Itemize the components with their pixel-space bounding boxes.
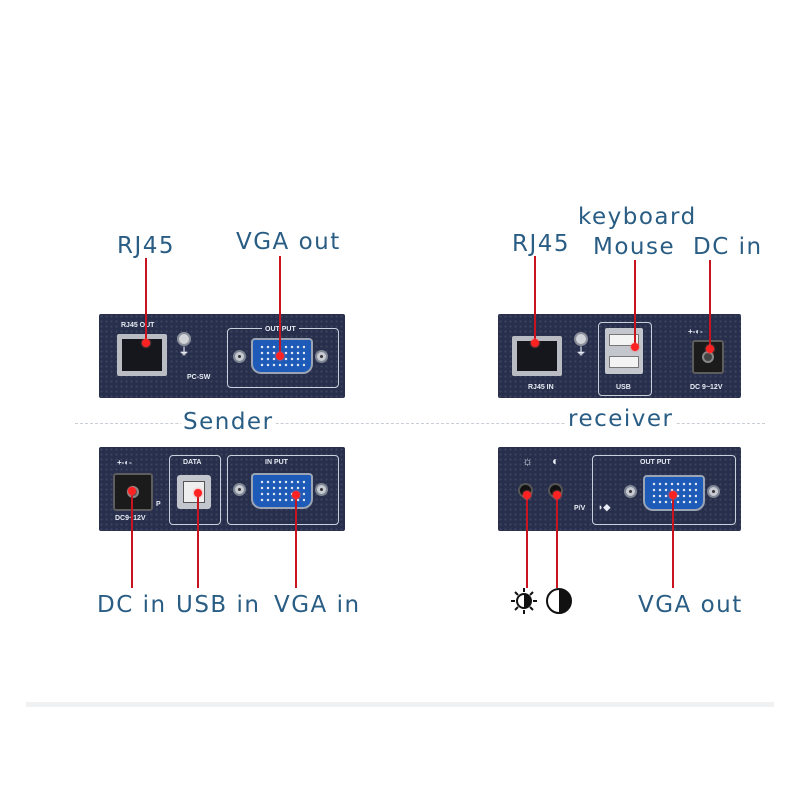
sender-rj45-label: RJ45 xyxy=(117,233,176,259)
receiver-dc-in-label: DC in xyxy=(693,234,763,260)
bottom-divider xyxy=(26,702,774,707)
pointer-dot xyxy=(292,491,300,499)
pointer-receiver-vga-out xyxy=(672,494,674,588)
vga-screw-left xyxy=(624,485,637,498)
brightness-icon xyxy=(511,588,537,614)
pointer-sender-rj45 xyxy=(145,258,147,342)
dc-9-12v-text: DC 9~12V xyxy=(690,384,723,391)
receiver-rj45-port xyxy=(512,336,562,376)
p-text: P xyxy=(156,501,161,508)
ground-screw xyxy=(177,332,191,346)
vga-screw-right xyxy=(315,350,328,363)
pointer-dot xyxy=(194,489,202,497)
pointer-dot xyxy=(706,345,714,353)
audio-icon: ◗◆ xyxy=(598,502,611,512)
pointer-brightness xyxy=(526,494,528,588)
sender-dc-in-label: DC in xyxy=(97,592,167,618)
receiver-keyboard-label: keyboard xyxy=(578,204,697,230)
dc9-12v-text: DC9~12V xyxy=(115,515,146,522)
ground-icon: ⏚ xyxy=(576,347,586,358)
contrast-icon: ◐ xyxy=(552,454,560,468)
brightness-icon: ☼ xyxy=(522,454,533,468)
in-put-frame xyxy=(227,455,339,525)
pointer-dot xyxy=(142,339,150,347)
rj45-in-text: RJ45 IN xyxy=(528,384,554,391)
pv-text: P/V xyxy=(574,505,586,512)
pointer-dot xyxy=(128,487,136,495)
pointer-sender-vga-in xyxy=(295,494,297,588)
receiver-heading: receiver xyxy=(566,406,676,432)
pointer-sender-vga-out xyxy=(279,256,281,356)
sender-usb-in-label: USB in xyxy=(176,592,261,618)
rj45-out-text: RJ45 OUT xyxy=(121,322,155,329)
pointer-sender-dc xyxy=(131,490,133,588)
pointer-receiver-rj45 xyxy=(534,256,536,340)
ground-icon: ⏚ xyxy=(179,347,189,358)
vga-screw-left xyxy=(233,483,246,496)
receiver-rj45-label: RJ45 xyxy=(512,231,571,257)
receiver-mouse-label: Mouse xyxy=(593,234,676,260)
power-polarity-icon: +-◐- xyxy=(688,327,703,336)
pointer-dot xyxy=(669,491,677,499)
out-put-text: OUT PUT xyxy=(640,459,671,466)
usb-frame xyxy=(598,322,652,396)
pointer-receiver-dc xyxy=(709,260,711,350)
receiver-vga-out-label: VGA out xyxy=(638,592,743,618)
pointer-dot xyxy=(276,352,284,360)
usb-ports xyxy=(605,328,643,374)
divider-line xyxy=(75,423,765,424)
receiver-rear-panel: ☼ ◐ P/V ◗◆ OUT PUT xyxy=(498,447,741,531)
data-text: DATA xyxy=(183,459,202,466)
receiver-vga-out-port xyxy=(643,475,705,511)
usb-text: USB xyxy=(616,384,631,391)
sender-heading: Sender xyxy=(181,409,276,435)
receiver-out-put-frame xyxy=(592,455,736,525)
sender-rear-panel: +-◐- DC9~12V P DATA IN PUT xyxy=(99,447,345,531)
vga-screw-left xyxy=(233,350,246,363)
vga-screw-right xyxy=(707,485,720,498)
sender-front-panel: RJ45 OUT ⏚ PC-SW OUT PUT xyxy=(99,314,345,398)
in-put-text: IN PUT xyxy=(265,459,288,466)
pointer-dot xyxy=(553,491,561,499)
pointer-receiver-usb xyxy=(634,260,636,346)
receiver-ground-screw xyxy=(574,332,588,346)
pointer-dot xyxy=(631,343,639,351)
contrast-icon xyxy=(546,588,572,614)
pointer-dot xyxy=(531,339,539,347)
data-frame xyxy=(169,455,221,525)
sender-vga-out-label: VGA out xyxy=(236,229,341,255)
receiver-front-panel: RJ45 IN ⏚ USB +-◐- DC 9~12V xyxy=(498,314,741,398)
sender-vga-in-port xyxy=(251,473,313,509)
pointer-contrast xyxy=(556,494,558,588)
pointer-dot xyxy=(523,491,531,499)
pointer-sender-usb xyxy=(197,492,199,588)
pc-sw-text: PC-SW xyxy=(187,374,211,381)
sender-vga-in-label: VGA in xyxy=(274,592,361,618)
vga-screw-right xyxy=(315,483,328,496)
power-polarity-icon: +-◐- xyxy=(117,458,132,467)
